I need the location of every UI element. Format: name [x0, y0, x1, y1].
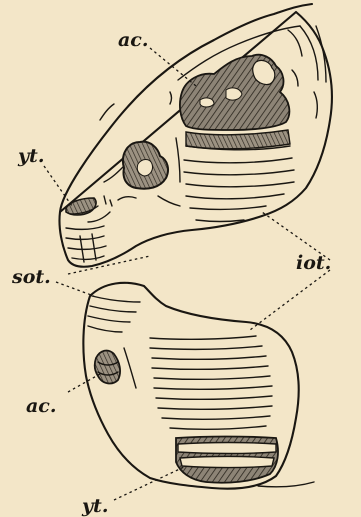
lower-specimen — [83, 283, 314, 489]
upper-specimen — [59, 4, 332, 267]
label-yt-lower: yt. — [81, 495, 108, 517]
label-ac-upper: ac. — [118, 29, 149, 51]
label-yt-upper: yt. — [17, 145, 44, 167]
acetabulum-lower — [95, 351, 120, 384]
label-sot: sot. — [11, 266, 51, 288]
label-ac-lower: ac. — [26, 395, 57, 417]
label-iot: iot. — [296, 252, 331, 274]
